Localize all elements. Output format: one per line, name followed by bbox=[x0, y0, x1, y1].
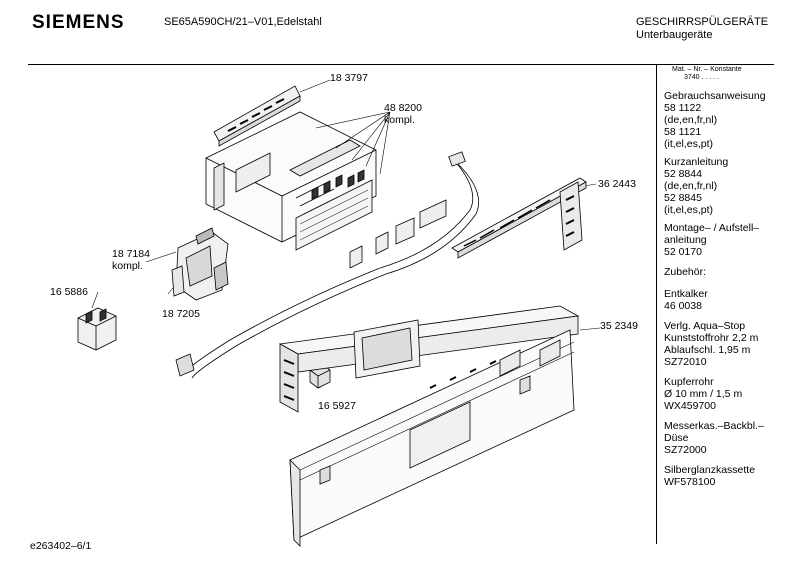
header-divider bbox=[28, 64, 774, 65]
part-label-187205: 18 7205 bbox=[162, 308, 200, 320]
sidebar-divider bbox=[656, 64, 657, 544]
sidebar-section-copperpipe: Kupferrohr Ø 10 mm / 1,5 m WX459700 bbox=[664, 376, 743, 412]
sidebar-section-nozzle: Messerkas.–Backbl.– Düse SZ72000 bbox=[664, 420, 764, 456]
sidebar-section-aquastop: Verlg. Aqua–Stop Kunststoffrohr 2,2 m Ab… bbox=[664, 320, 759, 368]
part-label-488200: 48 8200 bbox=[384, 102, 422, 114]
part-label-488200-kompl: kompl. bbox=[384, 114, 415, 126]
sidebar-section-quickguide: Kurzanleitung 52 8844 (de,en,fr,nl) 52 8… bbox=[664, 156, 729, 216]
part-fascia-panel bbox=[451, 177, 587, 259]
part-label-165927: 16 5927 bbox=[318, 400, 356, 412]
drawing-id: e263402–6/1 bbox=[30, 540, 92, 552]
part-label-187184: 18 7184 bbox=[112, 248, 150, 260]
part-label-165886: 16 5886 bbox=[50, 286, 88, 298]
part-keypad-strip bbox=[213, 85, 301, 147]
part-electronic-module bbox=[205, 111, 377, 251]
category-title: GESCHIRRSPÜLGERÄTE bbox=[636, 16, 769, 28]
part-wiring-harness bbox=[175, 151, 480, 379]
part-label-187184-kompl: kompl. bbox=[112, 260, 143, 272]
category: GESCHIRRSPÜLGERÄTE Unterbaugeräte bbox=[636, 16, 768, 42]
model-number: SE65A590CH/21–V01,Edelstahl bbox=[164, 16, 322, 28]
sidebar-section-manual: Gebrauchsanweisung 58 1122 (de,en,fr,nl)… bbox=[664, 90, 766, 150]
mat-number-header: Mat. – Nr. – Konstante bbox=[672, 66, 742, 73]
sidebar-section-silver-cassette: Silberglanzkassette WF578100 bbox=[664, 464, 756, 488]
sidebar-section-accessories: Zubehör: bbox=[664, 266, 707, 278]
part-label-352349: 35 2349 bbox=[600, 320, 638, 332]
part-control-housing bbox=[278, 305, 580, 547]
category-subtitle: Unterbaugeräte bbox=[636, 29, 713, 41]
sidebar-section-descaler: Entkalker 46 0038 bbox=[664, 288, 708, 312]
brand-logo: SIEMENS bbox=[32, 12, 125, 33]
sidebar-section-installation: Montage– / Aufstell– anleitung 52 0170 bbox=[664, 222, 760, 258]
part-label-362443: 36 2443 bbox=[598, 178, 636, 190]
part-label-183797: 18 3797 bbox=[330, 72, 368, 84]
part-valve-assembly bbox=[171, 227, 229, 301]
mat-number-value: 3740 . . . . . bbox=[684, 74, 720, 81]
part-relay bbox=[77, 307, 117, 351]
mat-number-label: Mat. – Nr. – Konstante 3740 . . . . . bbox=[672, 66, 742, 82]
